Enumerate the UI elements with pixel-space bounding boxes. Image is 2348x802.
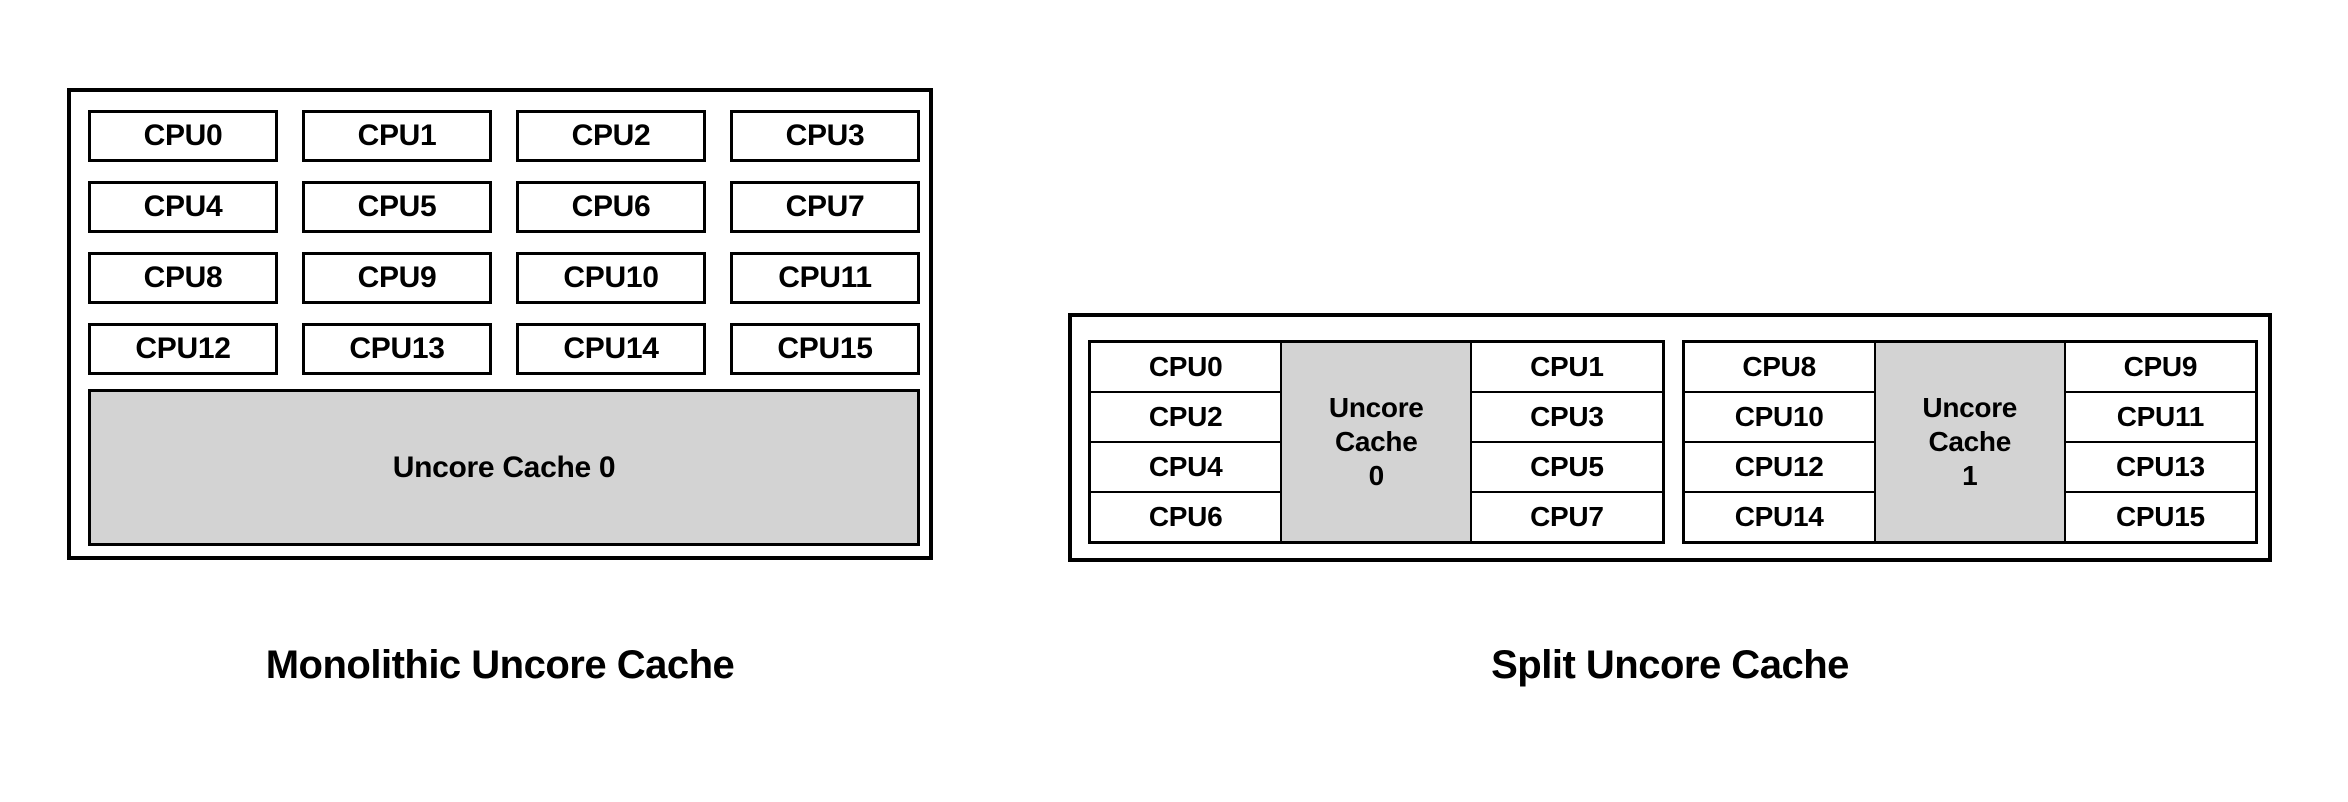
cpu-box: CPU14 bbox=[1684, 493, 1874, 541]
cpu-box-label: CPU0 bbox=[143, 119, 223, 153]
cpu-box-label: CPU4 bbox=[143, 190, 223, 224]
cpu-box: CPU15 bbox=[2065, 493, 2255, 541]
cpu-box-label: CPU1 bbox=[357, 119, 437, 153]
cpu-box-label: CPU14 bbox=[1734, 501, 1824, 533]
cpu-box-label: CPU11 bbox=[2116, 401, 2205, 433]
cpu-box: CPU4 bbox=[1091, 443, 1281, 493]
cpu-box: CPU12 bbox=[1684, 443, 1874, 493]
uncore-cache-box: Uncore Cache 0 bbox=[1280, 343, 1473, 541]
split-uncore-cache-panel: CPU0 CPU2 CPU4 CPU6 Uncore Cache 0 CPU1 bbox=[1068, 313, 2272, 562]
cpu-box: CPU1 bbox=[1472, 343, 1662, 393]
cpu-box-label: CPU2 bbox=[1148, 401, 1223, 433]
cpu-box: CPU15 bbox=[730, 323, 920, 375]
cpu-box: CPU5 bbox=[1472, 443, 1662, 493]
cpu-box-label: CPU9 bbox=[357, 261, 437, 295]
cpu-box: CPU7 bbox=[730, 181, 920, 233]
cpu-box: CPU0 bbox=[1091, 343, 1281, 393]
cpu-box-label: CPU0 bbox=[1148, 351, 1223, 383]
cpu-box-label: CPU8 bbox=[1742, 351, 1816, 383]
cpu-column-left: CPU0 CPU2 CPU4 CPU6 bbox=[1091, 343, 1281, 541]
split-group-1: CPU8 CPU10 CPU12 CPU14 Uncore Cache 1 CP… bbox=[1681, 340, 2258, 544]
cpu-box: CPU1 bbox=[302, 110, 492, 162]
cpu-box-label: CPU12 bbox=[1734, 451, 1824, 483]
cpu-box-label: CPU5 bbox=[1530, 451, 1604, 483]
cpu-box-label: CPU10 bbox=[563, 261, 659, 295]
cpu-box-label: CPU3 bbox=[1530, 401, 1604, 433]
cpu-box-label: CPU7 bbox=[785, 190, 865, 224]
cpu-box-label: CPU3 bbox=[785, 119, 865, 153]
cpu-box-label: CPU14 bbox=[563, 332, 659, 366]
cpu-box-label: CPU15 bbox=[777, 332, 873, 366]
split-caption: Split Uncore Cache bbox=[1491, 643, 1849, 687]
cpu-box: CPU2 bbox=[516, 110, 706, 162]
cpu-box-label: CPU11 bbox=[778, 261, 872, 295]
cpu-box: CPU14 bbox=[516, 323, 706, 375]
cpu-box: CPU9 bbox=[302, 252, 492, 304]
cpu-box-label: CPU13 bbox=[2115, 451, 2205, 483]
cpu-box: CPU8 bbox=[1684, 343, 1874, 393]
cpu-box-label: CPU2 bbox=[571, 119, 651, 153]
monolithic-uncore-cache-panel: CPU0 CPU1 CPU2 CPU3 CPU4 CPU5 CPU6 CPU7 … bbox=[67, 88, 933, 560]
cpu-box: CPU3 bbox=[730, 110, 920, 162]
cpu-column-right: CPU9 CPU11 CPU13 CPU15 bbox=[2065, 343, 2255, 541]
cpu-box: CPU13 bbox=[2065, 443, 2255, 493]
cpu-box-label: CPU6 bbox=[1148, 501, 1223, 533]
uncore-cache-box: Uncore Cache 1 bbox=[1873, 343, 2066, 541]
cpu-box: CPU13 bbox=[302, 323, 492, 375]
uncore-cache-label: Uncore Cache 0 bbox=[1328, 391, 1424, 492]
cpu-box: CPU11 bbox=[2065, 393, 2255, 443]
cpu-box-label: CPU7 bbox=[1530, 501, 1604, 533]
cpu-box-label: CPU1 bbox=[1530, 351, 1604, 383]
cpu-box-label: CPU5 bbox=[357, 190, 437, 224]
cpu-box: CPU10 bbox=[1684, 393, 1874, 443]
cpu-box: CPU0 bbox=[88, 110, 278, 162]
cpu-column-left: CPU8 CPU10 CPU12 CPU14 bbox=[1684, 343, 1874, 541]
cpu-box-label: CPU10 bbox=[1734, 401, 1824, 433]
cpu-box: CPU3 bbox=[1472, 393, 1662, 443]
cpu-box: CPU6 bbox=[1091, 493, 1281, 541]
cpu-box: CPU10 bbox=[516, 252, 706, 304]
split-groups-container: CPU0 CPU2 CPU4 CPU6 Uncore Cache 0 CPU1 bbox=[1088, 340, 2258, 544]
uncore-cache-label: Uncore Cache 1 bbox=[1922, 391, 2018, 492]
cpu-box-label: CPU15 bbox=[2115, 501, 2205, 533]
cpu-box: CPU8 bbox=[88, 252, 278, 304]
cpu-box-label: CPU8 bbox=[143, 261, 223, 295]
uncore-cache-label: Uncore Cache 0 bbox=[392, 450, 616, 484]
cpu-box-label: CPU6 bbox=[571, 190, 651, 224]
cpu-box: CPU5 bbox=[302, 181, 492, 233]
cpu-column-right: CPU1 CPU3 CPU5 CPU7 bbox=[1472, 343, 1662, 541]
cpu-box: CPU4 bbox=[88, 181, 278, 233]
cpu-box: CPU6 bbox=[516, 181, 706, 233]
split-group-0: CPU0 CPU2 CPU4 CPU6 Uncore Cache 0 CPU1 bbox=[1088, 340, 1665, 544]
cpu-box-label: CPU12 bbox=[135, 332, 231, 366]
uncore-cache-box: Uncore Cache 0 bbox=[88, 389, 920, 546]
monolithic-caption: Monolithic Uncore Cache bbox=[265, 643, 735, 687]
cpu-box-label: CPU13 bbox=[349, 332, 445, 366]
cpu-box: CPU12 bbox=[88, 323, 278, 375]
cpu-box-label: CPU9 bbox=[2123, 351, 2198, 383]
cpu-box: CPU7 bbox=[1472, 493, 1662, 541]
monolithic-cpu-grid: CPU0 CPU1 CPU2 CPU3 CPU4 CPU5 CPU6 CPU7 … bbox=[88, 110, 920, 375]
cpu-box: CPU9 bbox=[2065, 343, 2255, 393]
cpu-box-label: CPU4 bbox=[1148, 451, 1223, 483]
cpu-box: CPU2 bbox=[1091, 393, 1281, 443]
cpu-box: CPU11 bbox=[730, 252, 920, 304]
